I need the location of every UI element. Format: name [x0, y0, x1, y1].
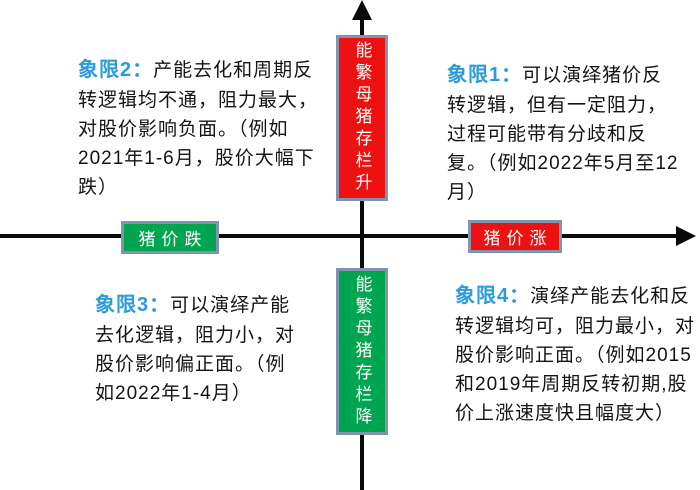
quadrant-4-title: 象限4：: [455, 285, 531, 307]
sow-inventory-up-label: 能繁母猪存栏升: [352, 41, 372, 195]
quadrant-1-body: 可以演绎猪价反转逻辑，但有一定阻力，过程可能带有分歧和反复。（例如2022年5月…: [447, 65, 679, 203]
y-axis-up-arrow-icon: [352, 0, 372, 20]
pig-price-down-label: 猪价跌: [138, 230, 208, 249]
quadrant-2-title: 象限2：: [78, 59, 154, 81]
sow-inventory-down-box: 能繁母猪存栏降: [336, 268, 388, 435]
y-axis-line: [360, 16, 364, 490]
quadrant-2-body: 产能去化和周期反转逻辑均不通，阻力最大，对股价影响负面。（例如2021年1-6月…: [78, 60, 319, 198]
quadrant-4-text: 象限4：演绎产能去化和反转逻辑均可，阻力最小，对股价影响正面。（例如2015和2…: [455, 281, 695, 428]
sow-inventory-down-label: 能繁母猪存栏降: [352, 274, 372, 429]
sow-inventory-up-box: 能繁母猪存栏升: [336, 35, 388, 201]
quadrant-3-body: 可以演绎产能去化逻辑，阻力小，对股价影响偏正面。（例如2022年1-4月）: [95, 295, 296, 404]
quadrant-2-text: 象限2：产能去化和周期反转逻辑均不通，阻力最大，对股价影响负面。（例如2021年…: [78, 55, 318, 202]
quadrant-1-text: 象限1：可以演绎猪价反转逻辑，但有一定阻力，过程可能带有分歧和反复。（例如202…: [447, 60, 679, 207]
pig-price-down-box: 猪价跌: [121, 221, 219, 254]
pig-price-up-box: 猪价涨: [468, 220, 562, 253]
x-axis-right-arrow-icon: [676, 226, 696, 246]
quadrant-4-body: 演绎产能去化和反转逻辑均可，阻力最小，对股价影响正面。（例如2015和2019年…: [455, 286, 696, 424]
quadrant-3-text: 象限3：可以演绎产能去化逻辑，阻力小，对股价影响偏正面。（例如2022年1-4月…: [95, 290, 303, 408]
quadrant-1-title: 象限1：: [447, 64, 523, 86]
quadrant-3-title: 象限3：: [95, 294, 171, 316]
pig-price-up-label: 猪价涨: [483, 229, 553, 248]
x-axis-line: [0, 234, 678, 238]
